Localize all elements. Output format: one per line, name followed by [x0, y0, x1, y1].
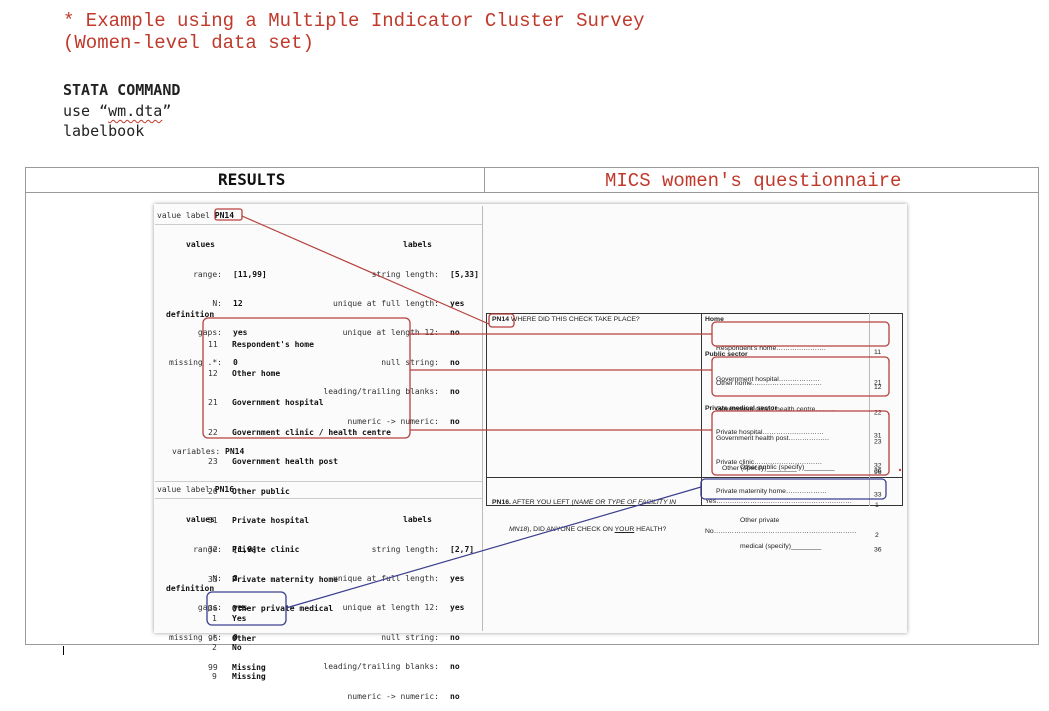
n-value: 3: [233, 573, 238, 583]
pn16-section-divider: [155, 481, 482, 482]
range-value: [1,9]: [233, 544, 258, 554]
private-heading: Private medical sector: [705, 405, 778, 412]
string-length-value: [2,7]: [450, 544, 475, 554]
n-value: 12: [233, 298, 243, 308]
questionnaire-column-divider: [701, 313, 702, 506]
answer-option: No………………………………………………………2: [705, 527, 879, 539]
range-label: range:: [193, 269, 222, 279]
unique-12-label: unique at length 12:: [342, 603, 439, 613]
pn14-title-underline: [155, 224, 482, 225]
home-heading: Home: [705, 316, 724, 323]
pn14-values-heading: values: [186, 240, 215, 249]
string-length-label: string length:: [371, 544, 439, 554]
pn16-answers: Yes……………………………………………………1 No……………………………………: [705, 480, 879, 549]
unique-12-value: yes: [450, 603, 465, 613]
pn16-title: value label PN16: [157, 485, 234, 495]
pn16-labels-heading: labels: [403, 515, 432, 524]
pn14-labels-heading: labels: [403, 240, 432, 249]
numeric-label: numeric -> numeric:: [347, 691, 439, 701]
pn14-title-prefix: value label: [157, 211, 215, 220]
string-length-label: string length:: [371, 269, 439, 279]
use-prefix: use “: [63, 102, 109, 120]
use-suffix: ”: [162, 102, 172, 120]
other-option: Other (specify)________96: [722, 465, 882, 477]
pn16-values-heading: values: [186, 515, 215, 524]
pn14-title: value label PN14: [157, 211, 234, 221]
questionnaire-header: MICS women's questionnaire: [605, 170, 902, 192]
variables-label: variables:: [172, 447, 221, 456]
command-line-use: use “wm.dta”: [63, 101, 171, 121]
numeric-value: no: [450, 691, 460, 701]
range-value: [11,99]: [233, 269, 267, 279]
results-table: [25, 167, 1039, 645]
variables-value: PN14: [225, 447, 245, 456]
pn14-right-values: [5,33] yes no no no no: [450, 250, 479, 436]
missing-value: 0: [233, 632, 238, 642]
results-header: RESULTS: [218, 170, 286, 189]
pn16-title-underline: [155, 498, 482, 499]
pn16-question-id: PN16.: [492, 499, 511, 506]
comment-line-1: * Example using a Multiple Indicator Clu…: [63, 10, 645, 32]
null-string-label: null string:: [381, 632, 439, 642]
unique-full-value: yes: [450, 298, 465, 308]
answer-option: Other private: [740, 517, 780, 525]
unique-full-label: unique at full length:: [333, 298, 439, 308]
filename: wm.dta: [108, 102, 163, 120]
unique-full-value: yes: [450, 573, 465, 583]
image-column-divider: [482, 206, 483, 631]
missing-label: missing .*:: [169, 632, 222, 642]
code-column-divider: [869, 313, 870, 506]
pn16-title-prefix: value label: [157, 485, 215, 494]
pn16-question: PN16. AFTER YOU LEFT (NAME OR TYPE OF FA…: [492, 499, 677, 533]
numeric-value: no: [450, 416, 460, 426]
pn14-question-id: PN14: [492, 316, 510, 323]
answer-option: Yes……………………………………………………1: [705, 497, 879, 509]
questionnaire-row-divider: [486, 477, 903, 478]
table-column-divider: [484, 167, 485, 193]
null-string-value: no: [450, 357, 460, 367]
n-label: N:: [212, 573, 222, 583]
leading-value: no: [450, 387, 460, 397]
range-label: range:: [193, 544, 222, 554]
public-heading: Public sector: [705, 351, 748, 358]
answer-option: Government hospital………………21: [716, 376, 882, 387]
leading-value: no: [450, 662, 460, 672]
unique-12-value: no: [450, 328, 460, 338]
command-line-labelbook: labelbook: [63, 122, 145, 140]
n-label: N:: [212, 298, 222, 308]
pn14-variables: variables: PN14: [172, 447, 244, 457]
leading-label: leading/trailing blanks:: [323, 662, 439, 672]
comment-line-2: (Women-level data set): [63, 32, 314, 54]
answer-option: Private hospital………………………31: [716, 429, 882, 440]
command-heading: STATA COMMAND: [63, 81, 181, 99]
pn14-question-text: WHERE DID THIS CHECK TAKE PLACE?: [510, 316, 640, 323]
answer-option: Respondent's home………………….11: [716, 345, 882, 357]
unique-full-label: unique at full length:: [333, 573, 439, 583]
table-header-divider: [25, 192, 1038, 193]
text-cursor: [63, 646, 64, 655]
pn16-definition-heading: definition: [166, 584, 215, 593]
pn14-definition-heading: definition: [166, 310, 215, 319]
string-length-value: [5,33]: [450, 269, 479, 279]
pn16-title-name: PN16: [214, 485, 235, 494]
answer-option: medical (specify)________36: [740, 543, 882, 554]
pn16-right-labels: string length: unique at full length: un…: [300, 525, 439, 711]
null-string-value: no: [450, 632, 460, 642]
pn14-title-name: PN14: [214, 211, 235, 220]
pn14-question: PN14 WHERE DID THIS CHECK TAKE PLACE?: [492, 315, 640, 325]
pn16-right-values: [2,7] yes yes no no no: [450, 525, 474, 711]
